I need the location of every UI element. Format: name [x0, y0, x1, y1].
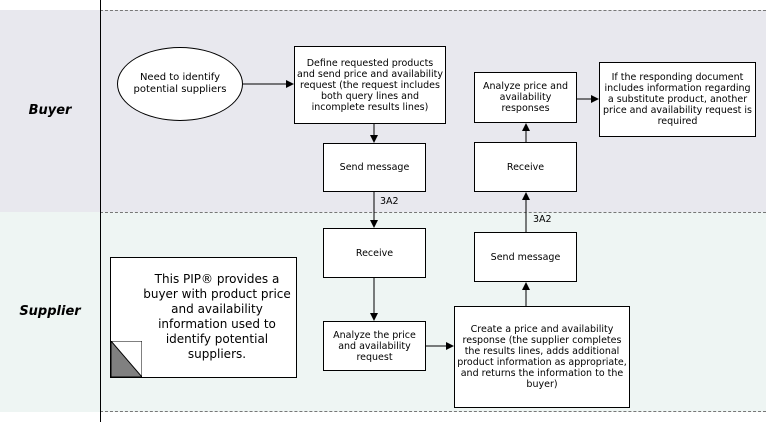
analyze-responses-box: Analyze price and availability responses	[474, 72, 577, 123]
create-response-box: Create a price and availability response…	[454, 306, 630, 408]
pip-description-note: This PIP® provides a buyer with product …	[110, 257, 297, 378]
receive-supplier-box: Receive	[323, 228, 426, 278]
analyze-request-box: Analyze the price and availability reque…	[323, 321, 426, 371]
top-lane-border	[100, 10, 766, 11]
response-message-label: 3A2	[533, 214, 552, 225]
substitute-product-note-box: If the responding document includes info…	[599, 62, 756, 137]
request-message-label: 3A2	[380, 196, 399, 207]
start-event-oval: Need to identify potential suppliers	[117, 47, 243, 121]
bottom-lane-border	[100, 411, 766, 412]
lane-divider	[100, 212, 766, 213]
lane-header-divider	[100, 0, 101, 422]
folded-corner-icon	[111, 341, 142, 377]
pip-description-text: This PIP® provides a buyer with product …	[143, 272, 291, 361]
buyer-lane-label: Buyer	[28, 103, 72, 118]
send-message-buyer-box: Send message	[323, 143, 426, 192]
send-message-supplier-box: Send message	[474, 232, 577, 282]
receive-buyer-box: Receive	[474, 142, 577, 192]
define-request-box: Define requested products and send price…	[294, 46, 446, 124]
supplier-lane-label: Supplier	[19, 304, 81, 319]
